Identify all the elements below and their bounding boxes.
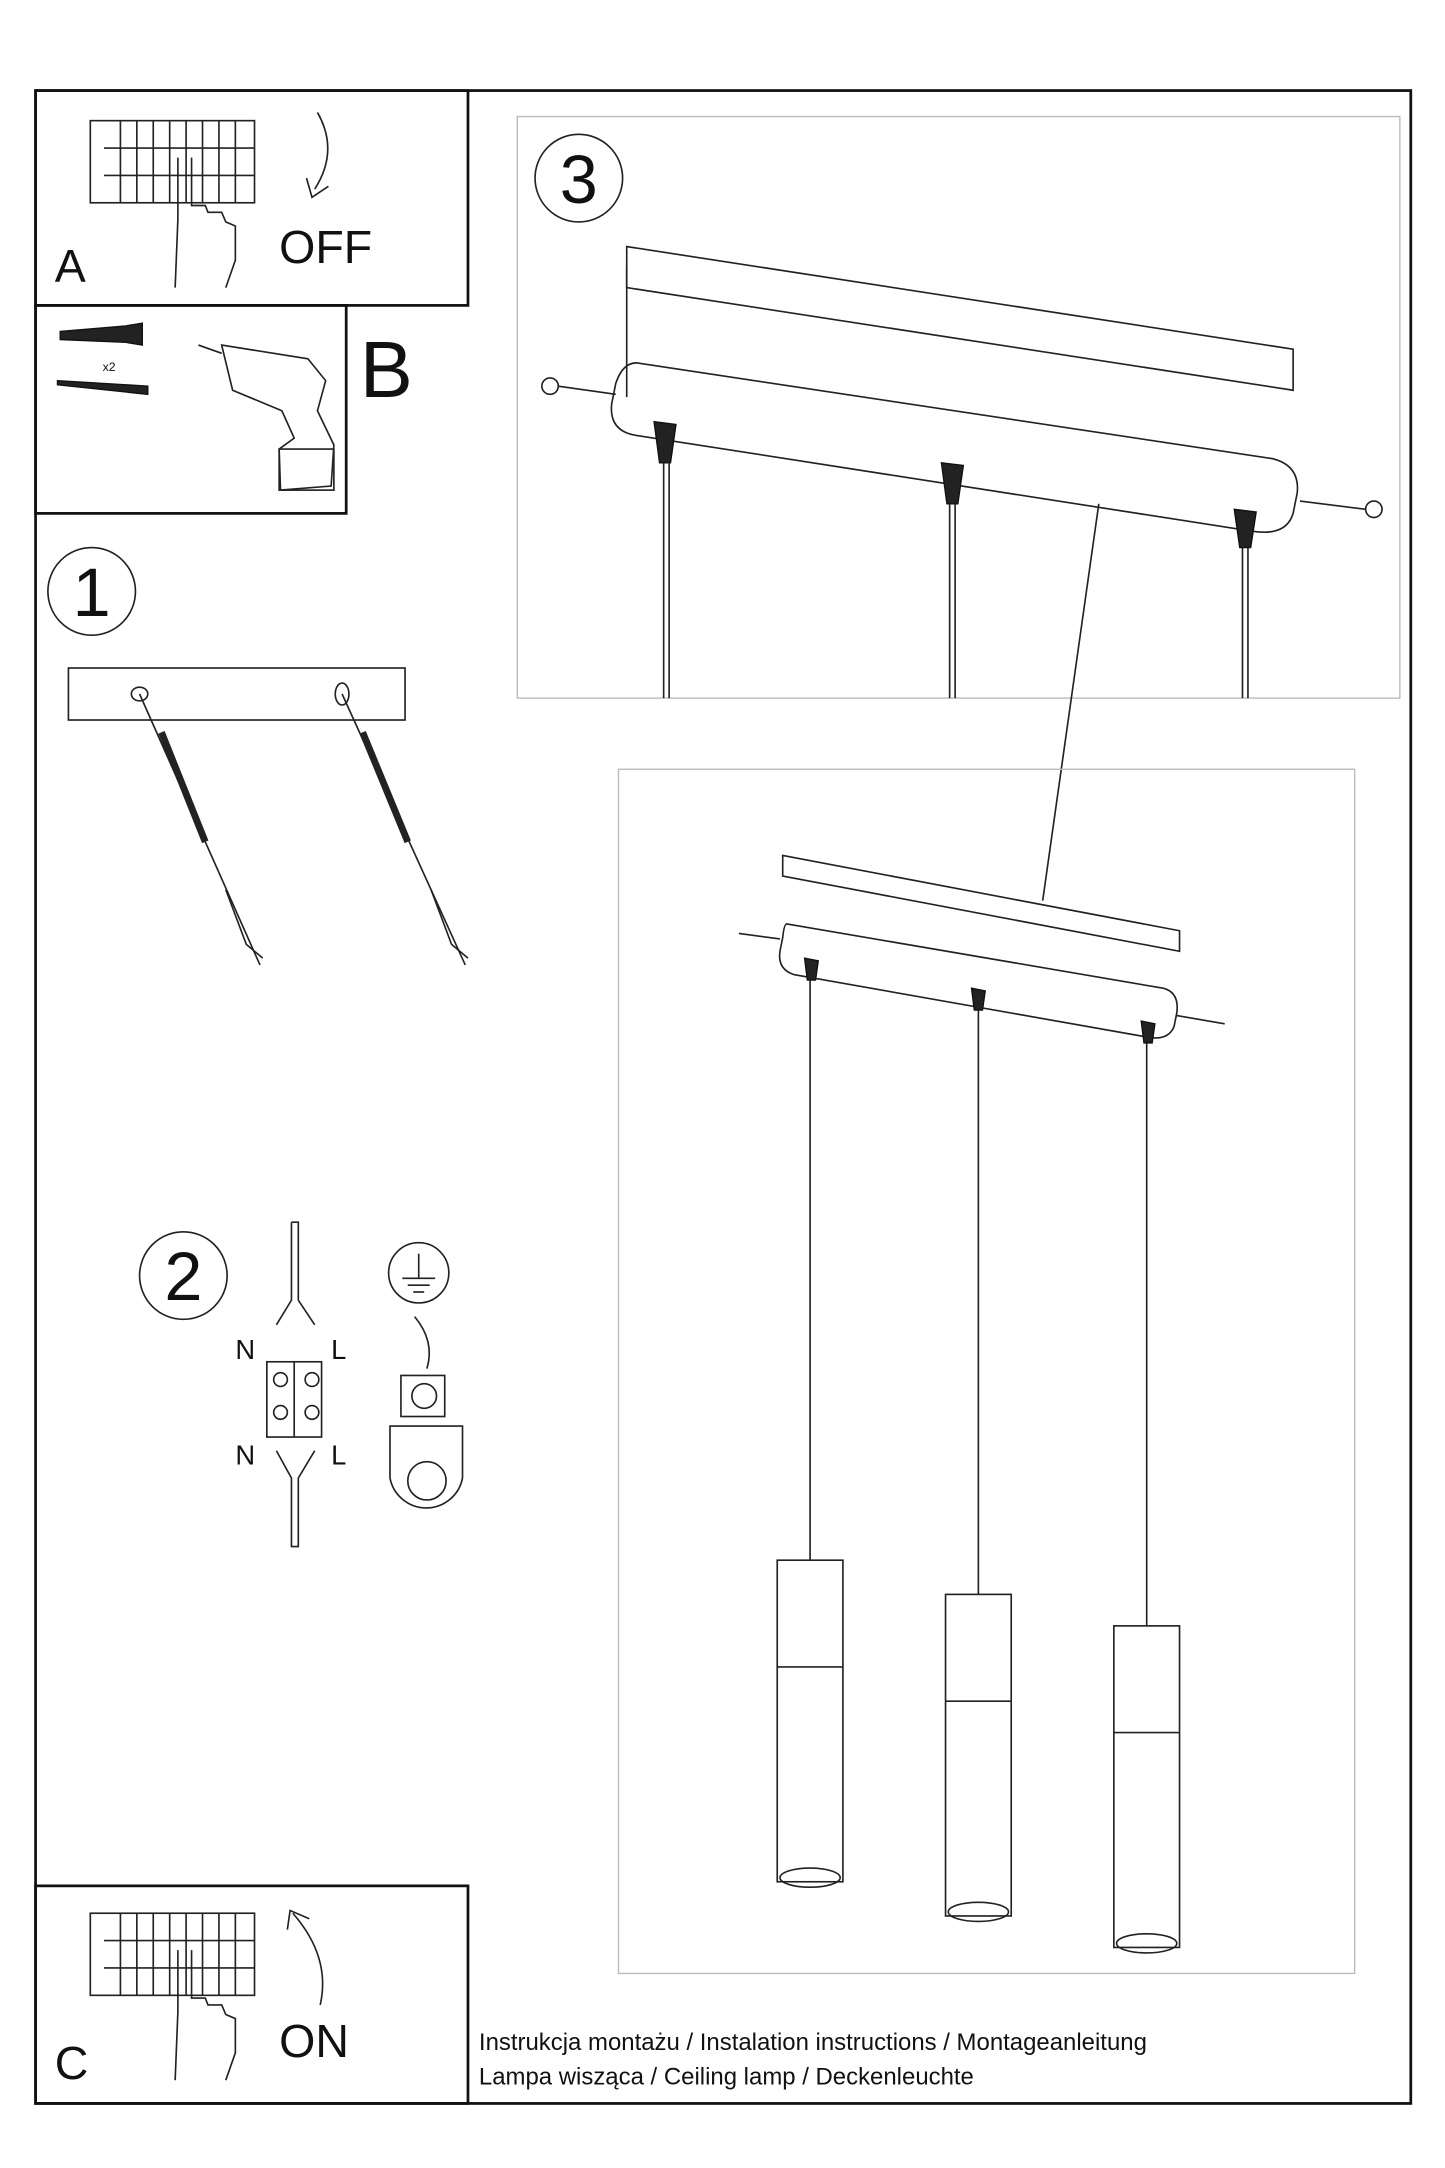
step-1: 1 <box>47 546 469 966</box>
screw-icon <box>541 377 616 396</box>
step-3: 3 <box>516 115 1401 901</box>
screw-icon <box>738 932 781 940</box>
panel-a-label: A <box>55 240 86 292</box>
step-1-number: 1 <box>73 555 111 631</box>
hand-icon <box>174 157 237 288</box>
wire-l-bottom: L <box>331 1439 346 1470</box>
arrow-icon <box>286 1909 324 2006</box>
screw-icon <box>1176 1014 1225 1025</box>
step-3-number: 3 <box>560 142 598 218</box>
fuse-box-icon <box>89 1912 256 1997</box>
pendant-shade <box>944 1593 1013 1923</box>
on-label: ON <box>279 2015 349 2067</box>
step-2: 2 N L N L <box>138 1221 464 1548</box>
panel-a: A OFF <box>34 89 470 307</box>
off-label: OFF <box>279 221 372 273</box>
arrow-icon <box>305 112 329 199</box>
ceiling-bracket <box>625 245 1294 398</box>
wire-l-top: L <box>331 1334 346 1365</box>
ground-terminal-icon <box>389 1374 464 1509</box>
wire-n-top: N <box>235 1334 255 1365</box>
footer-title-line1: Instrukcja montażu / Instalation instruc… <box>479 2029 1147 2056</box>
screw-with-plug-icon <box>138 693 264 966</box>
footer-title-line2: Lampa wisząca / Ceiling lamp / Deckenleu… <box>479 2063 974 2090</box>
panel-c-label: C <box>55 2037 89 2089</box>
panel-b: x2 B <box>34 304 413 515</box>
pendant-shade <box>776 1559 844 1889</box>
screw-icon <box>56 379 149 396</box>
mounting-plate <box>67 667 406 721</box>
hand-icon <box>174 1950 237 2081</box>
quantity-label: x2 <box>103 360 116 374</box>
ground-symbol-icon <box>387 1241 450 1304</box>
pendant-shade <box>1113 1625 1181 1954</box>
wire-n-bottom: N <box>235 1439 255 1470</box>
drill-icon <box>198 344 335 492</box>
screw-icon <box>1299 500 1383 519</box>
assembled-lamp <box>617 768 1356 1975</box>
screw-with-plug-icon <box>341 693 469 966</box>
terminal-block-icon <box>266 1360 323 1438</box>
fuse-box-icon <box>89 119 256 204</box>
detail-leader-line <box>1041 503 1100 901</box>
wall-plug-icon <box>59 322 143 346</box>
step-2-number: 2 <box>164 1239 202 1315</box>
page-frame <box>34 89 1413 2105</box>
panel-b-label: B <box>360 325 413 414</box>
panel-c: C ON <box>34 1884 470 2105</box>
